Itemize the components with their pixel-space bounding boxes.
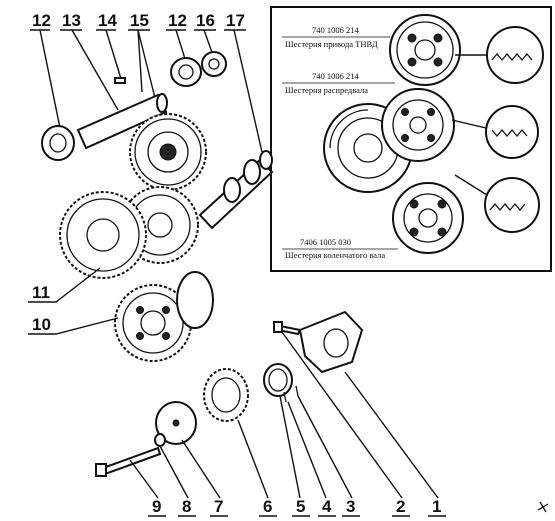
inset-gear-tnvd — [389, 14, 461, 86]
inset-tnvd-label: Шестерня привода ТНВД — [285, 39, 378, 49]
callouts-side: 11 10 — [28, 267, 119, 335]
inset-gear-mid — [381, 88, 455, 162]
gear-icon — [59, 191, 147, 279]
key — [114, 77, 126, 84]
bolt-icon — [95, 433, 166, 477]
callout-8: 8 — [182, 497, 191, 516]
magnifier-icon — [451, 26, 544, 233]
callout-6: 6 — [263, 497, 272, 516]
bolt-icon — [273, 321, 302, 336]
inset-panel: 740 1006 214 Шестерня привода ТНВД 740 1… — [270, 6, 552, 272]
callout-14: 14 — [98, 11, 117, 30]
callout-9: 9 — [152, 497, 161, 516]
bearing-icon — [41, 125, 75, 161]
callout-2: 2 — [396, 497, 405, 516]
inset-gear-crank — [392, 182, 464, 254]
callout-15: 15 — [130, 11, 149, 30]
inset-crank-code: 7406 1005 030 — [300, 237, 351, 247]
inset-dist-label: Шестерня распредвала — [285, 85, 368, 95]
pins — [283, 385, 299, 403]
gear-icon — [129, 113, 207, 191]
callouts-top: 12 13 14 15 12 16 17 — [30, 11, 246, 31]
callout-13: 13 — [62, 11, 81, 30]
gear-icon — [203, 368, 249, 422]
leaders-top — [39, 29, 263, 153]
callout-16: 16 — [196, 11, 215, 30]
inset-dist-code: 740 1006 214 — [312, 71, 360, 81]
callout-12a: 12 — [32, 11, 51, 30]
callout-1: 1 — [432, 497, 441, 516]
corner-mark — [537, 501, 549, 513]
inset-tnvd-code: 740 1006 214 — [312, 25, 360, 35]
shaft — [76, 93, 168, 150]
camshaft — [198, 150, 274, 230]
ring — [263, 363, 293, 397]
leaders-bottom — [129, 331, 439, 499]
callout-17: 17 — [226, 11, 245, 30]
callout-12b: 12 — [168, 11, 187, 30]
callout-5: 5 — [296, 497, 305, 516]
callout-10: 10 — [32, 315, 51, 334]
gear-icon — [114, 271, 214, 362]
callout-7: 7 — [214, 497, 223, 516]
bearing-icon — [170, 51, 227, 87]
callout-4: 4 — [322, 497, 332, 516]
inset-crank-label: Шестерня коленчатого вала — [285, 250, 385, 260]
callout-3: 3 — [346, 497, 355, 516]
washer — [155, 401, 197, 445]
bracket-icon — [298, 310, 364, 374]
callout-11: 11 — [32, 283, 50, 302]
callouts-bottom: 9 8 7 6 5 4 3 2 1 — [148, 497, 446, 517]
